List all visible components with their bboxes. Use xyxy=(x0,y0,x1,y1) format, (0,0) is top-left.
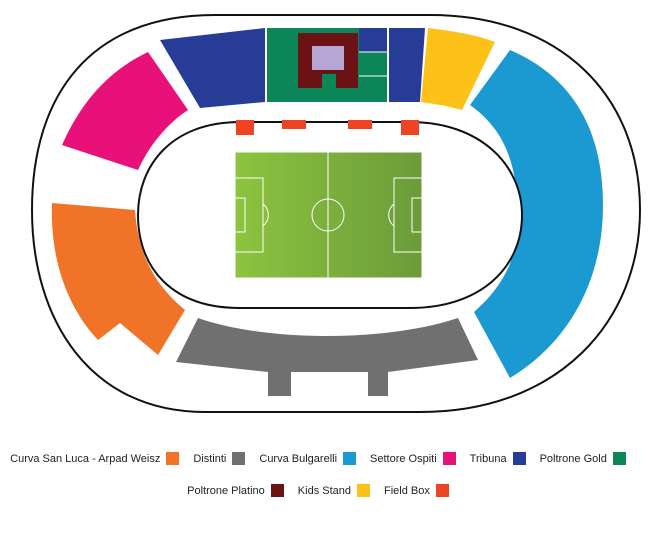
legend-row-2: Poltrone Platino Kids Stand Field Box xyxy=(0,484,650,497)
legend-label: Curva San Luca - Arpad Weisz xyxy=(10,452,161,465)
legend-label: Kids Stand xyxy=(297,484,351,497)
sector-curva-san-luca[interactable] xyxy=(51,203,186,355)
legend-item-curva-san-luca: Curva San Luca - Arpad Weisz xyxy=(10,452,180,465)
legend-swatch xyxy=(612,452,626,465)
legend-swatch xyxy=(357,484,370,497)
legend-label: Distinti xyxy=(193,452,227,465)
field-box-4[interactable] xyxy=(401,120,419,135)
field-box-3[interactable] xyxy=(348,120,372,129)
sector-distinti[interactable] xyxy=(176,318,478,396)
sector-kids-stand[interactable] xyxy=(421,28,495,110)
legend-item-poltrone-platino: Poltrone Platino xyxy=(187,484,284,497)
legend-swatch xyxy=(442,452,456,465)
legend-swatch xyxy=(343,452,357,465)
legend-label: Field Box xyxy=(384,484,430,497)
legend-swatch xyxy=(166,452,180,465)
sector-curva-bulgarelli[interactable] xyxy=(470,50,603,378)
platino-inner-box xyxy=(312,46,344,70)
legend-item-field-box: Field Box xyxy=(384,484,449,497)
legend-item-settore-ospiti: Settore Ospiti xyxy=(370,452,456,465)
legend-swatch xyxy=(232,452,246,465)
sector-tribuna-right[interactable] xyxy=(389,28,425,102)
stadium-map xyxy=(30,14,642,413)
legend-item-kids-stand: Kids Stand xyxy=(298,484,370,497)
legend-label: Tribuna xyxy=(469,452,507,465)
pitch xyxy=(234,151,423,279)
legend-row-1: Curva San Luca - Arpad Weisz Distinti Cu… xyxy=(0,452,650,465)
legend-label: Settore Ospiti xyxy=(370,452,437,465)
legend-item-poltrone-gold: Poltrone Gold xyxy=(540,452,626,465)
sector-tribuna[interactable] xyxy=(160,28,265,108)
legend-label: Poltrone Gold xyxy=(539,452,607,465)
legend-swatch xyxy=(435,484,449,497)
legend-item-distinti: Distinti xyxy=(193,452,246,465)
legend-item-curva-bulgarelli: Curva Bulgarelli xyxy=(259,452,357,465)
legend-swatch xyxy=(512,452,526,465)
legend-item-tribuna: Tribuna xyxy=(470,452,526,465)
legend-label: Poltrone Platino xyxy=(187,484,265,497)
sector-tribuna-block-1[interactable] xyxy=(359,28,387,52)
sector-settore-ospiti[interactable] xyxy=(62,52,188,170)
legend-swatch xyxy=(270,484,284,497)
field-box-1[interactable] xyxy=(236,120,254,135)
legend-label: Curva Bulgarelli xyxy=(259,452,338,465)
field-box-2[interactable] xyxy=(282,120,306,129)
